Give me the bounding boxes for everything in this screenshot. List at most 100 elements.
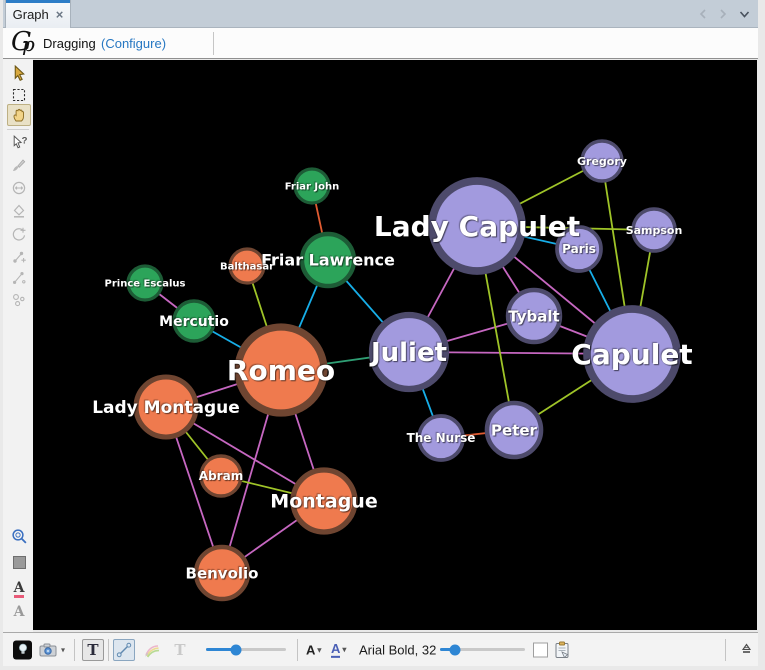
- heat-map-tool[interactable]: [7, 223, 31, 245]
- graph-node-label-montague: Montague: [270, 491, 377, 513]
- background-color-button[interactable]: [8, 551, 30, 573]
- graph-node-peter[interactable]: [484, 400, 544, 460]
- label-color-button[interactable]: A: [8, 578, 30, 600]
- edge-pencil-tool[interactable]: [7, 267, 31, 289]
- node-pencil-icon: [13, 294, 25, 307]
- collapse-toolbar-button[interactable]: [739, 643, 754, 657]
- magnifier-icon: [11, 528, 27, 544]
- graph-node-the-nurse[interactable]: [417, 414, 465, 462]
- graph-node-balthasar[interactable]: [228, 247, 266, 285]
- attributes-settings-button[interactable]: [554, 641, 571, 659]
- toolbar-separator: [213, 32, 214, 55]
- graph-node-mercutio[interactable]: [172, 299, 216, 343]
- status-bar: ▾ T T A▾ A▾ Arial Bold, 32: [3, 632, 758, 666]
- label-color-a-icon: A: [13, 579, 25, 598]
- font-color-menu-button[interactable]: A▾: [331, 641, 346, 658]
- graph-node-abram[interactable]: [199, 454, 243, 498]
- edge-labels-toggle-button[interactable]: T: [170, 639, 190, 661]
- tab-close-icon[interactable]: ×: [55, 6, 64, 22]
- graph-node-lady-capulet[interactable]: [428, 177, 526, 275]
- font-color-a-icon: A: [331, 641, 341, 658]
- graph-node-lady-montague[interactable]: [133, 374, 199, 440]
- graph-node-label-balthasar: Balthasar: [220, 262, 274, 273]
- edge-labels-t-icon: T: [174, 640, 186, 659]
- shortest-path-tool[interactable]: [7, 246, 31, 268]
- edge-pencil-icon: [13, 272, 26, 284]
- painter-icon: [13, 159, 26, 171]
- graph-node-label-the-nurse: The Nurse: [407, 431, 476, 445]
- edge-scale-slider[interactable]: [206, 644, 286, 656]
- graph-node-label-prince-escalus: Prince Escalus: [105, 279, 186, 290]
- graph-node-friar-john[interactable]: [293, 167, 331, 205]
- graph-node-montague[interactable]: [290, 467, 358, 535]
- circle-plus-icon: [12, 227, 26, 241]
- light-bulb-icon: [18, 643, 27, 654]
- graph-node-label-friar-john: Friar John: [285, 182, 340, 193]
- graph-node-benvolio[interactable]: [193, 544, 251, 602]
- graph-node-gregory[interactable]: [580, 139, 624, 183]
- chevron-left-icon[interactable]: [699, 9, 707, 19]
- camera-dropdown-caret[interactable]: ▾: [61, 645, 66, 654]
- brush-tool[interactable]: [7, 200, 31, 222]
- show-edges-toggle-button[interactable]: [113, 638, 135, 661]
- edge-color-mode-button[interactable]: [143, 642, 161, 658]
- graph-node-label-abram: Abram: [199, 469, 243, 483]
- direct-selection-tool[interactable]: [7, 62, 31, 84]
- tab-bar: Graph ×: [3, 0, 758, 28]
- current-font-label: Arial Bold, 32: [359, 642, 437, 657]
- label-scale-slider-thumb[interactable]: [449, 644, 461, 655]
- graph-node-juliet[interactable]: [368, 311, 450, 393]
- edge-line-icon: [116, 642, 132, 657]
- label-scale-slider[interactable]: [440, 644, 525, 656]
- hand-icon: [13, 108, 25, 122]
- graph-node-sampson[interactable]: [631, 207, 677, 253]
- node-pencil-tool[interactable]: [7, 289, 31, 311]
- label-font-a-icon: A: [13, 604, 25, 620]
- chevron-down-icon[interactable]: [739, 9, 750, 19]
- camera-icon: [39, 643, 57, 656]
- graph-node-label-lady-capulet: Lady Capulet: [374, 210, 580, 243]
- label-color-swatch[interactable]: [533, 642, 548, 657]
- configure-link[interactable]: (Configure): [101, 36, 167, 51]
- eject-icon: [741, 643, 752, 653]
- selection-rect-icon: [12, 88, 26, 102]
- tab-graph[interactable]: Graph ×: [5, 0, 71, 28]
- diamond-icon: [13, 204, 25, 218]
- path-plus-icon: [13, 251, 26, 263]
- sizer-icon: [12, 181, 26, 195]
- background-toggle-button[interactable]: [13, 640, 32, 659]
- graph-node-friar-lawrence[interactable]: [299, 231, 357, 289]
- drag-tool[interactable]: [7, 104, 31, 126]
- edit-pointer-icon: ?: [13, 134, 27, 148]
- background-color-swatch: [12, 555, 26, 569]
- cursor-arrow-icon: [14, 64, 25, 81]
- gephi-logo: G p: [11, 27, 35, 57]
- graph-node-label-mercutio: Mercutio: [159, 314, 229, 330]
- node-labels-t-icon: T: [87, 640, 99, 659]
- rectangle-selection-tool[interactable]: [7, 84, 31, 106]
- edit-tool[interactable]: ?: [7, 131, 31, 153]
- graph-node-paris[interactable]: [555, 225, 603, 273]
- graph-node-label-romeo: Romeo: [227, 354, 335, 387]
- painter-tool[interactable]: [7, 154, 31, 176]
- graph-node-label-sampson: Sampson: [626, 224, 683, 237]
- graph-node-romeo[interactable]: [234, 323, 328, 417]
- node-labels-toggle-button[interactable]: T: [82, 638, 104, 661]
- edge-scale-slider-thumb[interactable]: [230, 644, 242, 655]
- chevron-right-icon[interactable]: [719, 9, 727, 19]
- font-size-menu-button[interactable]: A▾: [306, 642, 322, 657]
- graph-node-tybalt[interactable]: [505, 287, 563, 345]
- graph-node-label-paris: Paris: [562, 242, 596, 256]
- svg-text:?: ?: [21, 135, 27, 146]
- label-font-button[interactable]: A: [8, 601, 30, 623]
- sizer-tool[interactable]: [7, 177, 31, 199]
- reset-zoom-button[interactable]: [8, 525, 30, 547]
- graph-node-label-tybalt: Tybalt: [508, 307, 559, 325]
- screenshot-button[interactable]: ▾: [39, 642, 65, 657]
- graph-node-prince-escalus[interactable]: [126, 264, 164, 302]
- edge-rainbow-icon: [145, 644, 160, 657]
- graph-node-label-gregory: Gregory: [577, 155, 627, 168]
- graph-node-capulet[interactable]: [583, 305, 681, 403]
